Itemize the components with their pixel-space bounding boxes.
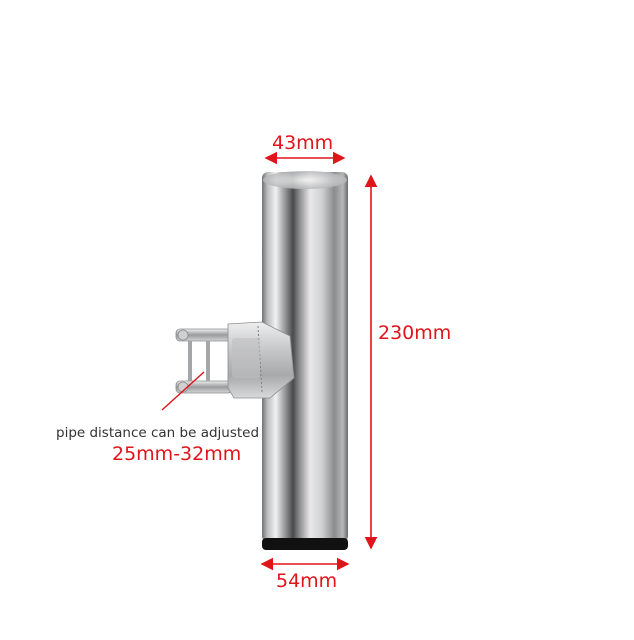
bottom-cap — [262, 538, 348, 550]
pipe-distance-note: pipe distance can be adjusted — [56, 425, 260, 441]
pipe-distance-range: 25mm-32mm — [112, 443, 242, 465]
top-width-label: 43mm — [272, 132, 334, 154]
note-pointer-line — [161, 371, 205, 411]
rod-holder-tube — [262, 171, 348, 550]
pipe-clamp — [175, 321, 295, 399]
bottom-width-label: 54mm — [276, 570, 338, 592]
height-label: 230mm — [378, 322, 452, 344]
